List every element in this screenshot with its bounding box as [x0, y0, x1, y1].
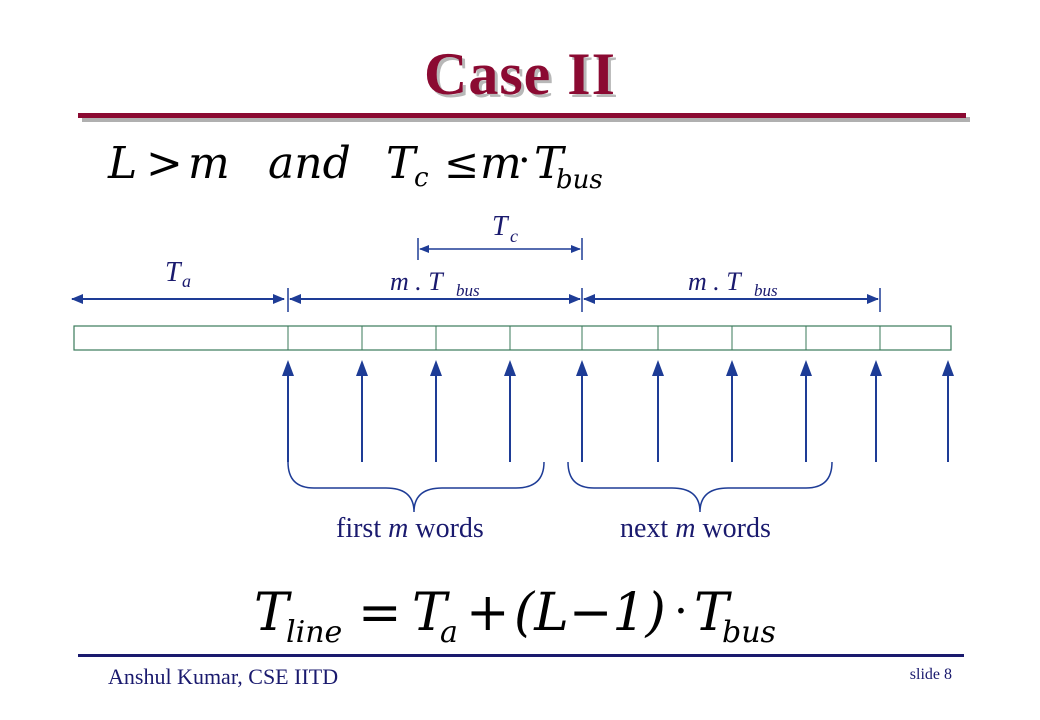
condition-tbus-base: T — [534, 138, 567, 189]
bus-bar — [73, 325, 952, 351]
brace-first — [287, 461, 545, 513]
footer-slide-number: slide 8 — [909, 666, 952, 683]
word-transfer-arrows — [282, 360, 954, 462]
condition-tbus-sub: bus — [556, 165, 603, 195]
word-arrow-7 — [726, 360, 738, 462]
bus-slot-dividers — [287, 326, 881, 350]
condition-equation: L > m and T c ≤ m · T bus — [107, 138, 603, 195]
formula-paren-expr: (L−1) — [514, 583, 666, 643]
condition-le: ≤ — [444, 139, 479, 188]
footer-rule — [78, 654, 964, 657]
tc-label-base: T — [492, 211, 510, 242]
next-m-words-label: next m words — [620, 513, 771, 544]
brace-next-words — [567, 461, 833, 513]
word-arrow-6 — [652, 360, 664, 462]
word-arrow-2 — [356, 360, 368, 462]
tc-label-sub: c — [510, 226, 518, 246]
word-arrow-5 — [576, 360, 588, 462]
bus-timeline — [73, 325, 952, 351]
formula-dot: · — [674, 586, 688, 637]
formula-ta-base: T — [412, 583, 450, 643]
word-arrow-4 — [504, 360, 516, 462]
word-arrow-9 — [870, 360, 882, 462]
condition-tc-sub: c — [414, 163, 429, 193]
m-tbus-1-label: m . T — [390, 267, 444, 296]
word-arrow-1 — [282, 360, 294, 462]
slide-title: Case II — [423, 41, 616, 107]
word-arrow-8 — [800, 360, 812, 462]
first-m-words-label: first m words — [336, 513, 484, 544]
word-arrow-10 — [942, 360, 954, 462]
formula-eq: = — [358, 583, 402, 643]
m-tbus-span-1: m . T bus — [287, 267, 583, 312]
condition-gt: > — [146, 138, 183, 189]
condition-tc-base: T — [386, 138, 419, 189]
formula-tbus-base: T — [694, 583, 732, 643]
title-underline — [78, 113, 966, 118]
formula-ta-sub: a — [440, 615, 458, 650]
tline-formula: T line = T a + (L−1) · T bus — [254, 583, 776, 650]
ta-label-base: T — [165, 257, 183, 288]
ta-label-sub: a — [182, 271, 191, 291]
formula-t: T — [254, 583, 292, 643]
word-arrow-3 — [430, 360, 442, 462]
condition-dot: · — [518, 138, 531, 184]
ta-span: T a — [71, 257, 285, 304]
m-tbus-1-sub: bus — [456, 281, 480, 300]
formula-tbus-sub: bus — [722, 615, 776, 650]
formula-plus: + — [466, 583, 510, 643]
tc-span: T c — [417, 211, 583, 260]
m-tbus-2-label: m . T — [688, 267, 742, 296]
formula-line-sub: line — [286, 615, 342, 650]
condition-and: and — [268, 138, 351, 189]
condition-m: m — [188, 138, 230, 189]
brace-first-words — [287, 461, 545, 513]
m-tbus-2-sub: bus — [754, 281, 778, 300]
footer-author: Anshul Kumar, CSE IITD — [108, 664, 339, 689]
condition-m2: m — [480, 138, 522, 189]
m-tbus-span-2: m . T bus — [583, 267, 881, 312]
brace-next — [567, 461, 833, 513]
condition-l: L — [107, 138, 137, 189]
